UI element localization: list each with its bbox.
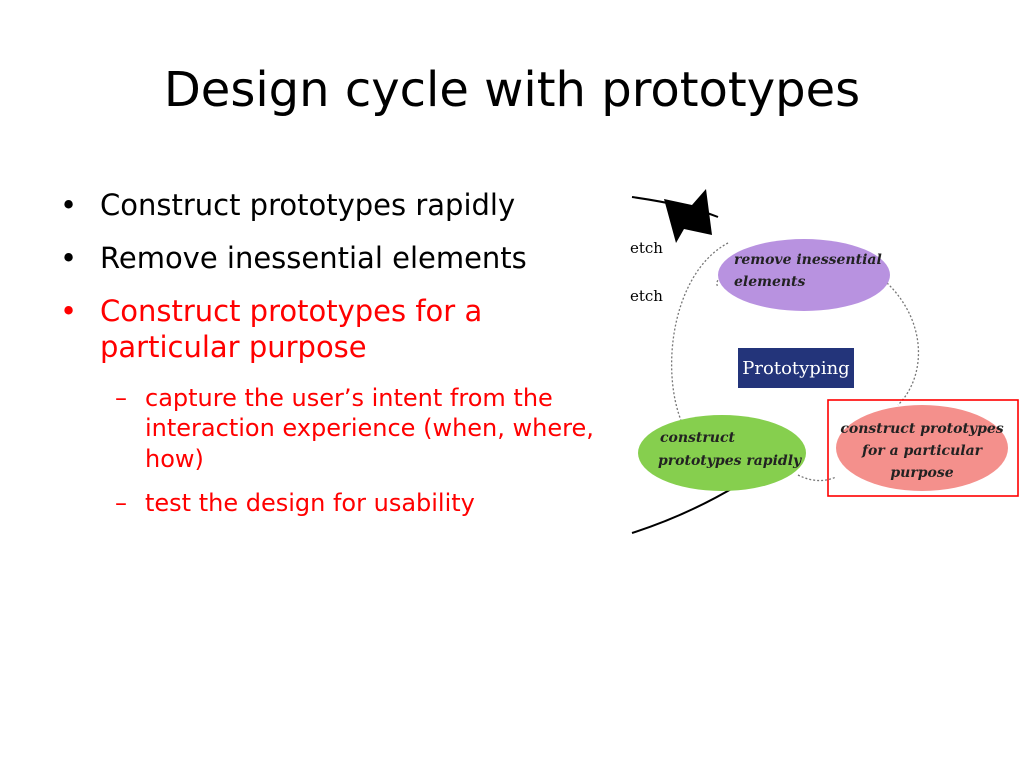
bullet-construct-rapidly: • Construct prototypes rapidly	[60, 188, 620, 224]
sub-bullet-capture-intent: – capture the user’s intent from the int…	[60, 383, 620, 474]
bullet-list: • Construct prototypes rapidly • Remove …	[60, 188, 620, 533]
sub-bullet-text: capture the user’s intent from the inter…	[145, 383, 594, 473]
bullet-marker: •	[60, 293, 78, 328]
cycle-path-right	[877, 274, 920, 406]
node-purpose-label-line3: purpose	[890, 465, 953, 481]
node-purpose-label-line1: construct prototypes	[840, 421, 1003, 437]
node-particular-purpose	[836, 405, 1008, 491]
node-construct-rapidly	[638, 415, 806, 491]
bullet-marker: •	[60, 240, 78, 275]
cycle-arrow-icon	[664, 189, 712, 243]
partial-label-sketch-1: etch	[630, 239, 663, 257]
center-prototyping-label: Prototyping	[742, 358, 849, 379]
outer-arc-bottom	[631, 484, 739, 534]
sub-bullet-marker: –	[115, 489, 127, 518]
bullet-particular-purpose: • Construct prototypes for a particular …	[60, 294, 620, 366]
node-remove-label-line1: remove inessential	[734, 252, 882, 268]
partial-label-sketch-2: etch	[630, 287, 663, 305]
bullet-text: Construct prototypes rapidly	[100, 188, 516, 222]
bullet-text: Construct prototypes for a particular pu…	[100, 293, 483, 364]
center-prototyping-box	[738, 348, 854, 388]
node-remove-inessential	[718, 239, 890, 311]
bullet-remove-inessential: • Remove inessential elements	[60, 241, 620, 277]
node-remove-label-line2: elements	[734, 274, 805, 290]
highlight-box	[827, 399, 1019, 497]
sub-bullet-test-usability: – test the design for usability	[60, 488, 620, 518]
node-construct-label-line2: prototypes rapidly	[658, 453, 802, 469]
bullet-marker: •	[60, 188, 78, 222]
sub-bullet-text: test the design for usability	[145, 489, 475, 518]
sub-bullet-marker: –	[115, 383, 127, 412]
design-cycle-svg: etch etch remove inessential elements Pr…	[630, 189, 1019, 534]
design-cycle-diagram: etch etch remove inessential elements Pr…	[628, 185, 1024, 545]
cycle-path-bottom	[797, 474, 837, 482]
node-construct-label-line1: construct	[660, 430, 735, 446]
cycle-path-left	[671, 242, 729, 436]
node-purpose-label-line2: for a particular	[861, 443, 984, 459]
slide-title: Design cycle with prototypes	[163, 62, 861, 118]
bullet-text: Remove inessential elements	[100, 240, 527, 275]
